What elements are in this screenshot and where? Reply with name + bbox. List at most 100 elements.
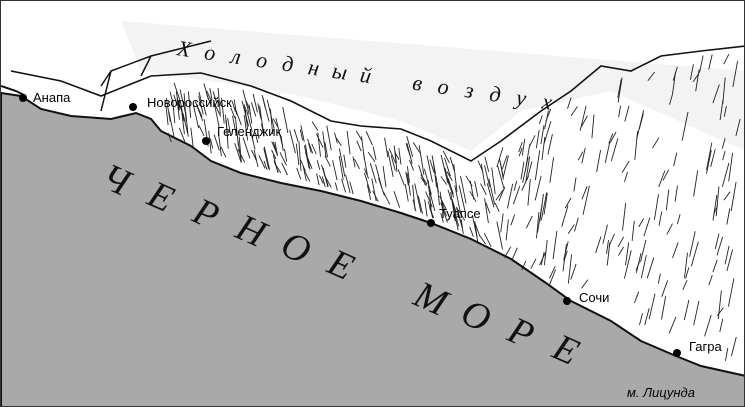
hachure-stroke (672, 242, 679, 259)
hachure-stroke (661, 295, 667, 320)
sea-area (1, 91, 744, 406)
hachure-stroke (289, 129, 296, 154)
hachure-stroke (198, 95, 204, 115)
hachure-stroke (246, 109, 253, 133)
hachure-stroke (371, 178, 377, 202)
hachure-stroke (190, 127, 194, 149)
hachure-stroke (387, 150, 394, 177)
hachure-stroke (712, 84, 720, 104)
hachure-stroke (349, 181, 354, 195)
hachure-stroke (543, 121, 552, 145)
hachure-stroke (457, 209, 466, 221)
hachure-stroke (338, 148, 346, 177)
hachure-stroke (257, 103, 262, 119)
hachure-stroke (643, 217, 651, 237)
hachure-stroke (682, 280, 688, 290)
town-label-gelendzhik: Геленджик (217, 124, 282, 139)
hachure-stroke (446, 179, 455, 198)
hachure-stroke (272, 141, 278, 156)
hachure-stroke (450, 192, 456, 222)
hachure-stroke (405, 171, 409, 186)
hachure-stroke (299, 129, 304, 141)
hachure-stroke (525, 156, 531, 182)
hachure-stroke (308, 143, 312, 153)
hachure-stroke (704, 314, 712, 337)
hachure-stroke (636, 110, 645, 139)
hachure-stroke (175, 91, 180, 111)
hachure-stroke (408, 159, 415, 171)
hachure-stroke (618, 246, 624, 256)
hachure-stroke (506, 183, 514, 209)
hachure-stroke (474, 221, 481, 236)
hachure-stroke (665, 189, 670, 211)
hachure-stroke (732, 61, 739, 87)
hachure-stroke (721, 162, 730, 187)
hachure-stroke (202, 102, 207, 116)
hachure-stroke (479, 235, 486, 245)
hachure-stroke (217, 87, 221, 115)
hachure-stroke (356, 140, 362, 152)
label-letter: х (539, 88, 554, 114)
hachure-stroke (567, 97, 572, 109)
hachure-stroke (343, 154, 347, 168)
hachure-stroke (440, 154, 449, 184)
hachure-stroke (535, 130, 540, 149)
hachure-stroke (273, 160, 279, 173)
hachure-stroke (169, 91, 173, 101)
hachure-stroke (168, 111, 175, 138)
hachure-stroke (536, 211, 540, 239)
hachure-stroke (449, 156, 455, 172)
hachure-stroke (640, 255, 647, 279)
hachure-stroke (666, 223, 673, 235)
hachure-stroke (502, 155, 509, 179)
hachure-stroke (500, 213, 504, 233)
hachure-stroke (689, 231, 696, 257)
hachure-stroke (237, 148, 246, 163)
town-sochi: Сочи (563, 290, 609, 305)
hachure-stroke (534, 175, 542, 201)
hachure-stroke (540, 252, 545, 266)
hachure-stroke (324, 142, 329, 158)
hachure-stroke (617, 79, 622, 98)
hachure-stroke (405, 143, 412, 158)
hachure-stroke (657, 273, 661, 284)
hachure-stroke (194, 101, 203, 118)
hachure-stroke (480, 163, 486, 187)
label-letter: д (280, 50, 295, 76)
hachure-stroke (365, 131, 373, 146)
hachure-stroke (564, 197, 572, 209)
hachure-stroke (208, 130, 212, 154)
hachure-stroke (367, 151, 376, 163)
hachure-stroke (540, 125, 545, 145)
hachure-stroke (526, 161, 533, 180)
hachure-stroke (640, 239, 647, 263)
hachure-stroke (520, 161, 525, 180)
hachure-stroke (282, 106, 289, 134)
hachure-stroke (180, 108, 185, 135)
town-label-tuapse: Туапсе (439, 206, 481, 221)
mountain-hachures (165, 53, 741, 361)
hachure-stroke (513, 180, 518, 191)
hachure-stroke (272, 118, 279, 128)
hachure-stroke (570, 263, 577, 280)
hachure-stroke (372, 146, 377, 160)
hachure-stroke (299, 159, 306, 172)
hachure-stroke (444, 157, 451, 177)
hachure-stroke (730, 181, 737, 211)
hachure-stroke (221, 97, 225, 124)
hachure-stroke (577, 151, 584, 161)
hachure-stroke (708, 274, 713, 286)
hachure-stroke (719, 318, 724, 333)
hachure-stroke (214, 104, 222, 117)
hachure-stroke (167, 132, 172, 143)
hachure-stroke (179, 89, 186, 114)
hachure-stroke (406, 166, 410, 183)
hachure-stroke (689, 64, 694, 80)
hachure-stroke (501, 155, 508, 170)
hachure-stroke (263, 160, 268, 171)
hachure-stroke (471, 215, 478, 238)
hachure-stroke (429, 159, 435, 173)
hachure-stroke (573, 177, 577, 192)
hachure-stroke (263, 146, 271, 171)
hachure-stroke (279, 152, 287, 166)
